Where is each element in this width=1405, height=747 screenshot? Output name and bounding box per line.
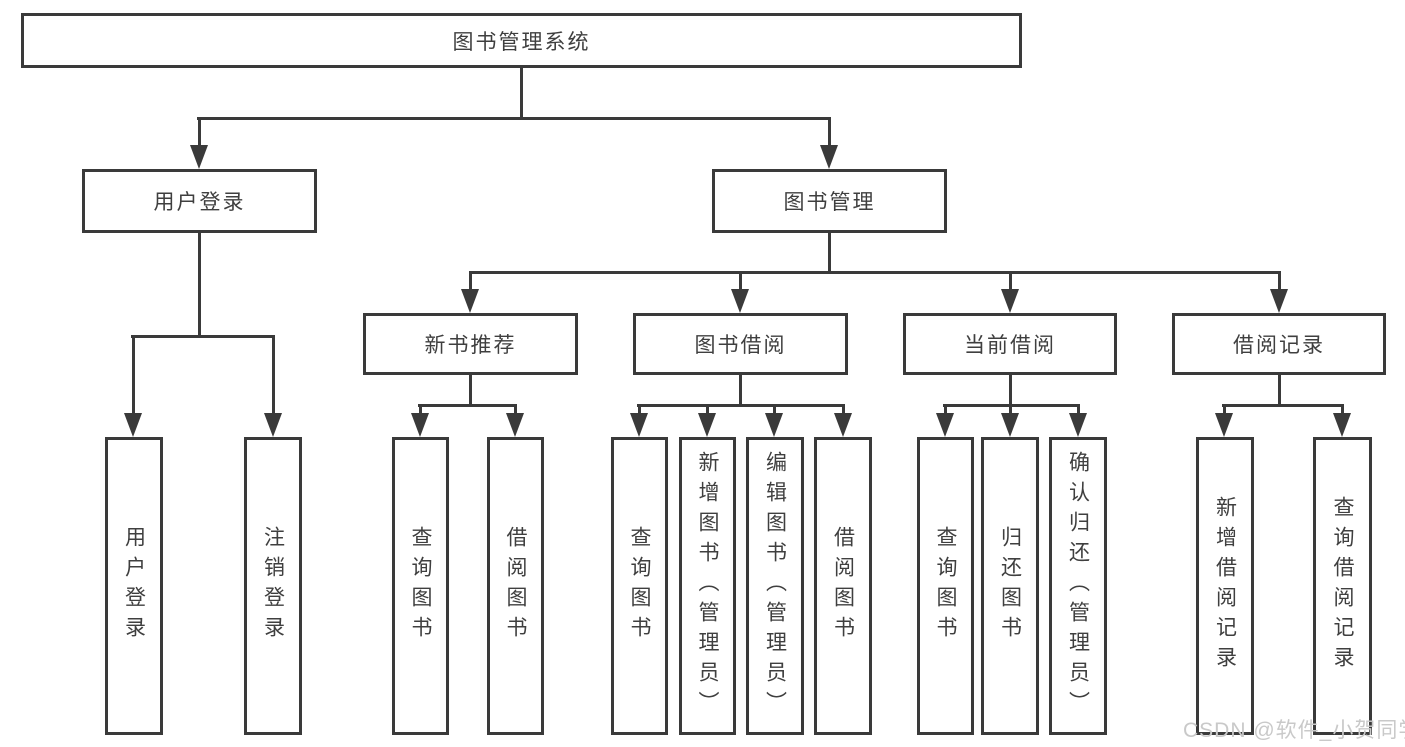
connector-vline (739, 375, 742, 406)
arrow-down-icon (630, 413, 648, 437)
arrow-down-icon (411, 413, 429, 437)
node-book-borrow: 图书借阅 (633, 313, 848, 375)
connector-vline (638, 404, 641, 415)
connector-vline (469, 271, 472, 291)
arrow-down-icon (820, 145, 838, 169)
connector-vline (706, 404, 709, 415)
leaf-label: 查询图书 (934, 526, 957, 646)
leaf-label: 查询借阅记录 (1331, 496, 1354, 676)
connector-vline (1009, 375, 1012, 406)
connector-vline (773, 404, 776, 415)
leaf-query-books: 查询图书 (392, 437, 449, 735)
connector-vline (520, 68, 523, 118)
connector-vline (1278, 271, 1281, 291)
connector-vline (828, 233, 831, 272)
leaf-add-borrow-record: 新增借阅记录 (1196, 437, 1254, 735)
arrow-down-icon (765, 413, 783, 437)
connector-hline (418, 404, 517, 407)
leaf-label: 注销登录 (261, 526, 285, 646)
connector-vline (842, 404, 845, 415)
leaf-label: 查询图书 (409, 526, 432, 646)
leaf-add-book-admin: 新增图书（管理员） (679, 437, 736, 735)
arrow-down-icon (1270, 289, 1288, 313)
connector-vline (419, 404, 422, 415)
connector-vline (1009, 404, 1012, 415)
connector-vline (514, 404, 517, 415)
leaf-borrow-books-2: 借阅图书 (814, 437, 872, 735)
leaf-query-books-2: 查询图书 (611, 437, 668, 735)
arrow-down-icon (1001, 289, 1019, 313)
node-user-login: 用户登录 (82, 169, 317, 233)
node-root: 图书管理系统 (21, 13, 1022, 68)
arrow-down-icon (1333, 413, 1351, 437)
connector-vline (272, 335, 275, 415)
connector-vline (1077, 404, 1080, 415)
leaf-label: 新增图书（管理员） (696, 451, 719, 721)
leaf-label: 查询图书 (628, 526, 651, 646)
watermark: CSDN @软件_小贺同学 (1183, 719, 1405, 742)
connector-vline (1009, 271, 1012, 291)
connector-vline (1223, 404, 1226, 415)
leaf-edit-book-admin: 编辑图书（管理员） (746, 437, 804, 735)
connector-vline (198, 118, 201, 147)
leaf-query-borrow-record: 查询借阅记录 (1313, 437, 1372, 735)
connector-hline (131, 335, 275, 338)
node-new-book-recommend: 新书推荐 (363, 313, 578, 375)
leaf-logout: 注销登录 (244, 437, 302, 735)
arrow-down-icon (264, 413, 282, 437)
leaf-label: 借阅图书 (504, 526, 527, 646)
leaf-label: 用户登录 (122, 526, 146, 646)
arrow-down-icon (1001, 413, 1019, 437)
connector-vline (132, 335, 135, 415)
arrow-down-icon (1069, 413, 1087, 437)
connector-hline (943, 404, 1080, 407)
connector-vline (739, 271, 742, 291)
connector-vline (828, 118, 831, 147)
leaf-query-books-3: 查询图书 (917, 437, 974, 735)
leaf-label: 编辑图书（管理员） (763, 451, 787, 721)
connector-vline (1278, 375, 1281, 406)
connector-hline (197, 117, 831, 120)
arrow-down-icon (461, 289, 479, 313)
connector-vline (198, 233, 201, 336)
connector-hline (637, 404, 845, 407)
leaf-user-login: 用户登录 (105, 437, 163, 735)
connector-hline (469, 271, 1281, 274)
leaf-label: 确认归还（管理员） (1066, 451, 1090, 721)
arrow-down-icon (1215, 413, 1233, 437)
arrow-down-icon (124, 413, 142, 437)
arrow-down-icon (698, 413, 716, 437)
node-book-management: 图书管理 (712, 169, 947, 233)
arrow-down-icon (731, 289, 749, 313)
arrow-down-icon (190, 145, 208, 169)
leaf-label: 借阅图书 (831, 526, 855, 646)
leaf-borrow-books: 借阅图书 (487, 437, 544, 735)
node-borrow-records: 借阅记录 (1172, 313, 1386, 375)
arrow-down-icon (936, 413, 954, 437)
connector-hline (1222, 404, 1344, 407)
arrow-down-icon (506, 413, 524, 437)
node-current-borrow: 当前借阅 (903, 313, 1117, 375)
leaf-confirm-return-admin: 确认归还（管理员） (1049, 437, 1107, 735)
connector-vline (469, 375, 472, 406)
leaf-label: 新增借阅记录 (1213, 496, 1237, 676)
leaf-return-book: 归还图书 (981, 437, 1039, 735)
leaf-label: 归还图书 (998, 526, 1022, 646)
arrow-down-icon (834, 413, 852, 437)
connector-vline (1341, 404, 1344, 415)
connector-vline (944, 404, 947, 415)
